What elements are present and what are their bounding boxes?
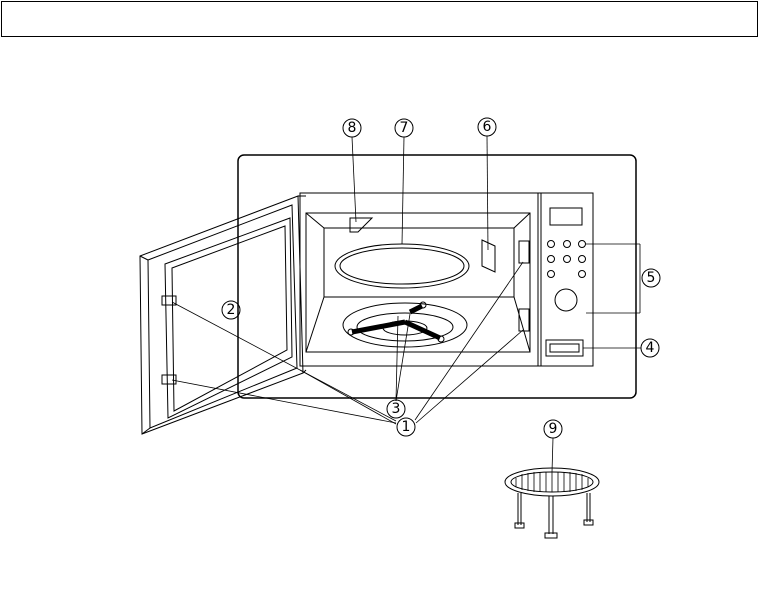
control-dial [555, 289, 577, 311]
callout-7: 7 [395, 119, 413, 137]
control-panel [538, 193, 593, 366]
callout-6-label: 6 [483, 119, 492, 135]
callout-7-label: 7 [400, 120, 409, 136]
microwave-cabinet [238, 155, 636, 398]
callout-2-label: 2 [227, 302, 236, 318]
callout-4-label: 4 [646, 340, 655, 356]
oven-cavity [306, 213, 530, 352]
callout-8-label: 8 [348, 120, 357, 136]
callout-9: 9 [544, 420, 562, 438]
callout-3-label: 3 [392, 401, 401, 417]
mica-cover [482, 240, 495, 272]
display-window [550, 208, 582, 225]
callout-9-label: 9 [549, 421, 558, 437]
callout-1: 1 [397, 418, 415, 436]
callout-8: 8 [343, 119, 361, 137]
door-release-button [546, 340, 583, 356]
control-buttons [548, 241, 586, 278]
roller-rest-accessory [505, 468, 599, 538]
callout-5: 5 [642, 269, 660, 287]
waveguide-cover [350, 218, 372, 232]
turntable-roller-ring [343, 302, 467, 347]
callout-4: 4 [641, 339, 659, 357]
callout-1-label: 1 [402, 419, 411, 435]
latch-holes [519, 241, 529, 331]
glass-tray [335, 244, 469, 288]
callout-3: 3 [387, 400, 405, 418]
callout-5-label: 5 [647, 270, 656, 286]
callout-6: 6 [478, 118, 496, 136]
